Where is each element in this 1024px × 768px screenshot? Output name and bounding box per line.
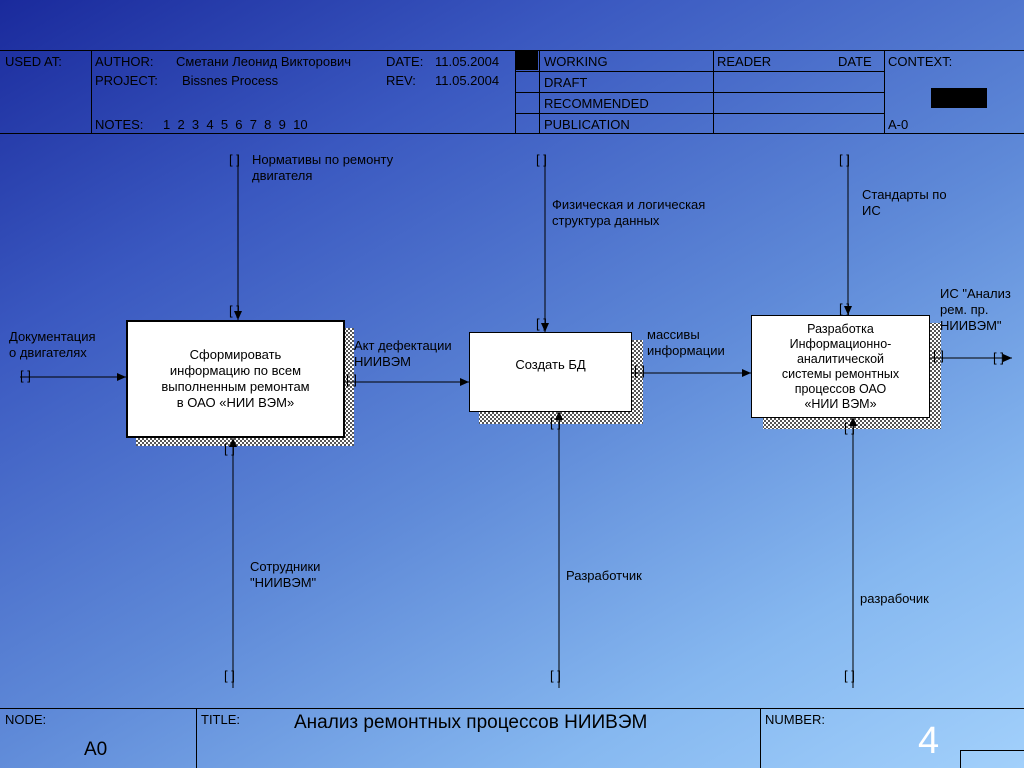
- reader-label: READER: [717, 54, 772, 69]
- date-label: DATE:: [386, 54, 424, 69]
- author-label: AUTHOR:: [95, 54, 154, 69]
- diagram-title: Анализ ремонтных процессов НИИВЭМ: [294, 712, 648, 733]
- rev-value: 11.05.2004: [435, 73, 500, 88]
- project-value: Bissnes Process: [182, 73, 279, 88]
- project-label: PROJECT:: [95, 73, 158, 88]
- rev-label: REV:: [386, 73, 416, 88]
- title-label: TITLE:: [201, 712, 241, 727]
- page-number: 4: [918, 720, 940, 762]
- tunnel-marker: [ ]: [536, 316, 547, 331]
- reader-date-label: DATE: [838, 54, 872, 69]
- tunnel-marker: [ ]: [839, 301, 850, 316]
- notes-value: 1 2 3 4 5 6 7 8 9 10: [163, 117, 308, 132]
- tunnel-marker: [ ]: [20, 368, 31, 383]
- node-value: A0: [84, 739, 108, 760]
- status-working: WORKING: [544, 54, 608, 69]
- status-publication: PUBLICATION: [544, 117, 630, 132]
- notes-label: NOTES:: [95, 117, 144, 132]
- tunnel-marker: [ ]: [839, 152, 850, 167]
- node-label: NODE:: [5, 712, 47, 727]
- activity-box-3-label: Разработка Информационно- аналитической …: [781, 321, 900, 411]
- control3-label: Стандарты по ИС: [862, 187, 947, 218]
- tunnel-marker: [ ]: [550, 668, 561, 683]
- output2-label: массивы информации: [647, 327, 725, 358]
- tunnel-marker: [ ]: [993, 350, 1004, 365]
- activity-box-1[interactable]: Сформировать информацию по всем выполнен…: [126, 320, 345, 438]
- control1-label: Нормативы по ремонту двигателя: [252, 152, 394, 183]
- output3-label: ИС "Анализ рем. пр. НИИВЭМ": [940, 286, 1011, 333]
- tunnel-marker: [ ]: [346, 372, 357, 387]
- tunnel-marker: [ ]: [634, 363, 645, 378]
- activity-box-2-label: Создать БД: [515, 357, 586, 372]
- input1-label: Документация о двигателях: [9, 329, 96, 360]
- control2-label: Физическая и логическая структура данных: [552, 197, 706, 228]
- activity-box-2[interactable]: Создать БД: [469, 332, 632, 412]
- tunnel-marker: [ ]: [229, 303, 240, 318]
- tunnel-marker: [ ]: [224, 668, 235, 683]
- output1-label: Акт дефектации НИИВЭМ: [354, 338, 452, 369]
- status-draft: DRAFT: [544, 75, 588, 90]
- date-value: 11.05.2004: [435, 54, 500, 69]
- context-node: A-0: [888, 117, 909, 132]
- status-recommended: RECOMMENDED: [544, 96, 649, 111]
- mech2-label: Разработчик: [566, 568, 642, 583]
- context-label: CONTEXT:: [888, 54, 953, 69]
- tunnel-marker: [ ]: [550, 415, 561, 430]
- number-label: NUMBER:: [765, 712, 825, 727]
- tunnel-marker: [ ]: [224, 441, 235, 456]
- tunnel-marker: [ ]: [844, 420, 855, 435]
- tunnel-marker: [ ]: [844, 668, 855, 683]
- used-at-label: USED AT:: [5, 54, 62, 69]
- tunnel-marker: [ ]: [229, 152, 240, 167]
- mech1-label: Сотрудники "НИИВЭМ": [250, 559, 321, 590]
- author-value: Сметани Леонид Викторович: [176, 54, 352, 69]
- tunnel-marker: [ ]: [933, 348, 944, 363]
- activity-box-3[interactable]: Разработка Информационно- аналитической …: [751, 315, 930, 418]
- activity-box-1-label: Сформировать информацию по всем выполнен…: [161, 347, 310, 410]
- mech3-label: разрабочик: [860, 591, 929, 606]
- tunnel-marker: [ ]: [536, 152, 547, 167]
